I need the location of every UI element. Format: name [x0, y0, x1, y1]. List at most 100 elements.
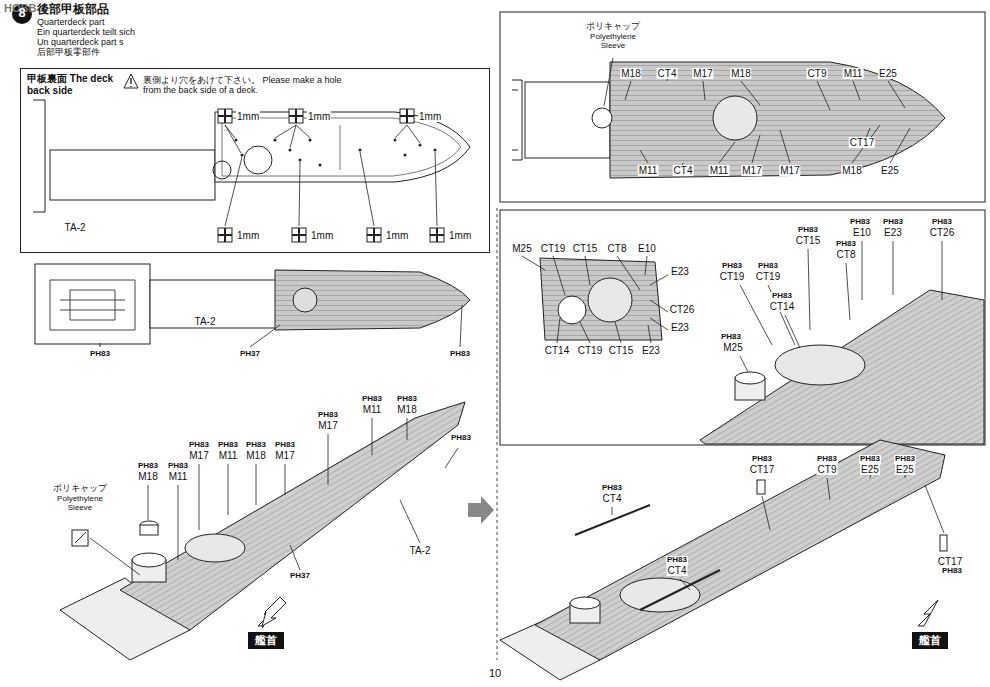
part-label: M17: [741, 165, 762, 176]
part-label: CT17: [937, 556, 963, 567]
wood-deck: [540, 258, 662, 340]
part-label: PH83: [894, 455, 916, 464]
part-label: PH83: [601, 484, 623, 493]
part-label: PH83: [757, 262, 779, 271]
deck-back-side: [33, 74, 470, 242]
deck-detail-top: [500, 12, 985, 202]
part-label: TA-2: [194, 316, 217, 327]
part-label: PH83: [450, 434, 472, 443]
part-label: CT26: [929, 227, 955, 238]
part-label: M17: [317, 420, 338, 431]
deck-inner-line: [222, 118, 461, 176]
part-label: CT15: [608, 345, 634, 356]
part-label: PH83: [317, 411, 339, 420]
dimension: 1mm: [307, 111, 331, 122]
deck-plate: [50, 150, 215, 200]
part-label: M11: [168, 471, 189, 482]
wood-deck: [275, 270, 470, 330]
part-label: M18: [396, 404, 417, 415]
glue-icon: [72, 530, 88, 546]
panel-heading: 甲板裏面 The deck back side: [27, 73, 131, 96]
wood-deck: [120, 402, 465, 630]
part-leaders: [604, 58, 910, 172]
part-label: CT15: [795, 235, 821, 246]
part-label: M17: [692, 68, 713, 79]
step-title: Ein quarterdeck teilt sich: [36, 28, 136, 38]
part-label: PH83: [797, 226, 819, 235]
deck-bracket: [512, 80, 522, 160]
bow-text: 艦首: [919, 634, 941, 646]
leader-line: [250, 325, 280, 347]
part-label: PH83: [245, 441, 267, 450]
part-label: CT14: [544, 345, 570, 356]
panel-note: 裏側より穴をあけて下さい。 Please make a hole from th…: [143, 75, 343, 96]
warning-triangle: [124, 74, 138, 88]
polycap: [592, 108, 612, 128]
step-arrow: [468, 496, 494, 524]
leader-line: [90, 538, 140, 575]
part-label: PH83: [859, 455, 881, 464]
deck-top-view: [35, 264, 470, 347]
part-label: E10: [637, 243, 657, 254]
part-label: PH83: [721, 262, 743, 271]
dimension: 1mm: [448, 230, 472, 241]
deck-assembly-right: [500, 440, 947, 680]
part-label: E23: [883, 227, 903, 238]
part-label: E25: [895, 464, 915, 475]
part-label: CT4: [667, 565, 688, 576]
turret-ring: [293, 288, 317, 312]
part-label: M11: [843, 68, 864, 79]
part-label: CT14: [769, 301, 795, 312]
part-label: CT17: [849, 137, 875, 148]
step-number: 8: [18, 6, 25, 20]
part-label: CT17: [749, 464, 775, 475]
part-label: M11: [362, 404, 383, 415]
part-label: M18: [245, 450, 266, 461]
bow-indicator: 艦首: [912, 632, 948, 649]
part-label: ポリキャップ: [52, 484, 108, 494]
part-label: PH83: [217, 441, 239, 450]
part-label: M25: [722, 342, 743, 353]
part-label: M17: [274, 450, 295, 461]
turret-ring: [775, 345, 865, 385]
leader-line: [460, 305, 462, 347]
part-label: M17: [188, 450, 209, 461]
part-label: CT15: [572, 243, 598, 254]
polycap-top: [132, 553, 166, 567]
part-leaders: [612, 462, 944, 590]
deck-mechanism: [35, 264, 150, 344]
drill-leaders: [225, 125, 437, 226]
part-label: CT8: [607, 243, 628, 254]
deck-assembly-left: [60, 402, 465, 660]
part-label: CT9: [807, 68, 828, 79]
part-label: PH83: [941, 567, 963, 576]
part-leaders: [740, 241, 942, 372]
polycap-top: [735, 372, 765, 384]
part-label: CT19: [577, 345, 603, 356]
step-title: 后部甲板零部件: [36, 48, 101, 58]
part-label: PH83: [751, 455, 773, 464]
drill-icons: [218, 109, 444, 242]
turret-ring: [620, 578, 700, 612]
note-panel: 甲板裏面 The deck back side 裏側より穴をあけて下さい。 Ple…: [20, 68, 490, 253]
part-label: M18: [841, 165, 862, 176]
small-part: [940, 535, 947, 551]
step-title: Un quarterdeck part s: [36, 38, 125, 48]
part-label: M11: [638, 165, 659, 176]
part-label: PH83: [89, 350, 111, 359]
step-title: 後部甲板部品: [36, 3, 110, 16]
part-label: Polyethylene Sleeve: [47, 495, 113, 513]
part-label: PH83: [449, 350, 471, 359]
part-label: E25: [880, 165, 900, 176]
deck-line: [340, 125, 341, 170]
bow-arrow: [262, 597, 286, 626]
part-leaders: [522, 256, 668, 343]
part-label: PH83: [720, 333, 742, 342]
part-label: CT19: [719, 271, 745, 282]
part-label: TA-2: [409, 545, 432, 556]
turret-ring: [185, 534, 245, 562]
part-label: E10: [852, 227, 872, 238]
part-label: PH37: [239, 350, 261, 359]
